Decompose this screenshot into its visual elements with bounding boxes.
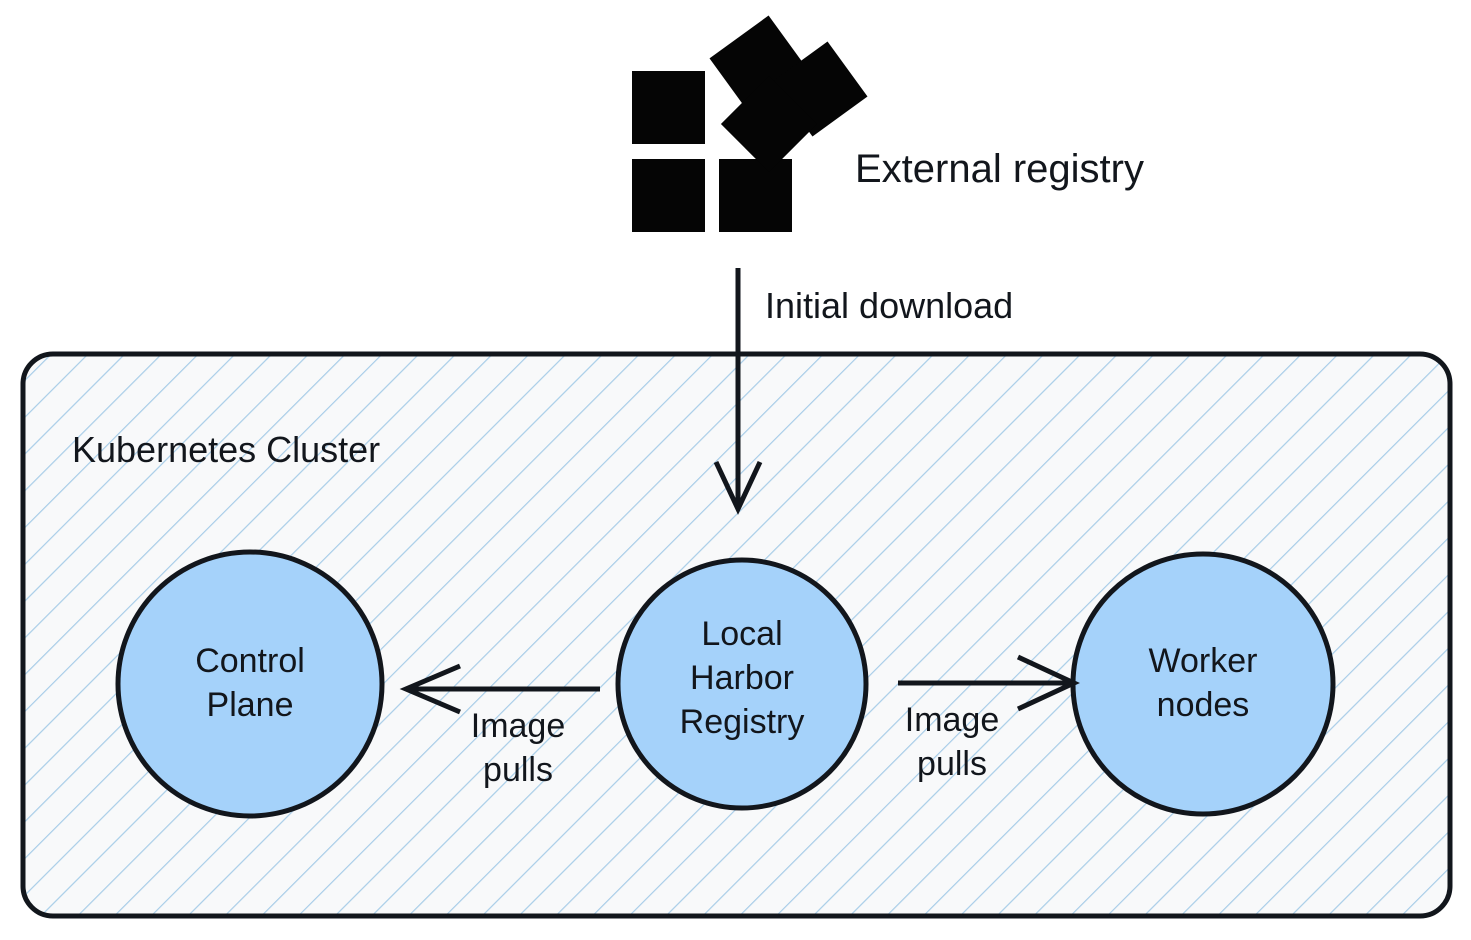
- local-harbor-registry-label-line1: Local: [701, 615, 782, 653]
- control-plane-label-line2: Plane: [207, 686, 294, 724]
- local-harbor-registry-circle[interactable]: [615, 557, 869, 811]
- local-harbor-registry-label-line2: Harbor: [690, 659, 794, 697]
- image-pulls-right-label-line1: Image: [905, 701, 1000, 739]
- registry-square-top-left: [632, 71, 705, 144]
- worker-nodes-label-line1: Worker: [1149, 642, 1258, 680]
- registry-square-bottom-left: [632, 159, 705, 232]
- external-registry-label: External registry: [855, 147, 1144, 191]
- initial-download-arrowhead: [713, 460, 763, 515]
- node-local-harbor-registry[interactable]: Local Harbor Registry: [615, 557, 869, 811]
- initial-download-label: Initial download: [765, 285, 1013, 326]
- image-pulls-left-label-line1: Image: [471, 707, 566, 745]
- node-worker-nodes[interactable]: Worker nodes: [1070, 551, 1336, 817]
- registry-square-bottom-right: [719, 159, 792, 232]
- worker-nodes-circle[interactable]: [1070, 551, 1336, 817]
- worker-nodes-label-line2: nodes: [1157, 686, 1250, 724]
- image-pulls-left-label-line2: pulls: [483, 751, 553, 789]
- edge-image-pulls-control-plane: Image pulls: [399, 663, 600, 789]
- control-plane-circle[interactable]: [115, 549, 385, 819]
- registry-diamond-center: [720, 75, 818, 173]
- edge-initial-download: Initial download: [713, 268, 1013, 515]
- node-control-plane[interactable]: Control Plane: [115, 549, 385, 819]
- image-pulls-right-label-line2: pulls: [917, 745, 987, 783]
- image-pulls-left-arrowhead: [399, 663, 461, 715]
- image-pulls-right-arrowhead: [1016, 654, 1080, 712]
- control-plane-label-line1: Control: [195, 642, 305, 680]
- cluster-label: Kubernetes Cluster: [72, 429, 380, 470]
- local-harbor-registry-label-line3: Registry: [680, 703, 805, 741]
- external-registry-icon: [632, 15, 868, 232]
- edge-image-pulls-worker-nodes: Image pulls: [898, 654, 1080, 783]
